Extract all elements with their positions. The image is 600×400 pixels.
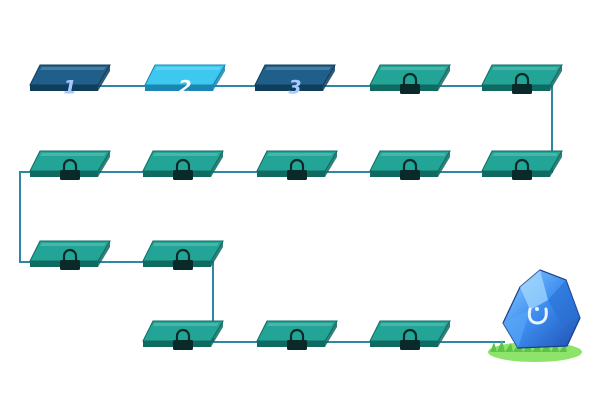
level-tile-12[interactable] <box>142 240 224 270</box>
level-tile-7[interactable] <box>142 150 224 180</box>
lock-icon <box>173 248 193 270</box>
tile-front <box>145 85 213 91</box>
tile-side <box>211 321 223 347</box>
tile-side <box>211 151 223 177</box>
tile-side <box>438 321 450 347</box>
goal-crystal[interactable] <box>488 269 582 362</box>
level-tile-3[interactable]: 3 <box>254 64 336 99</box>
level-tile-15[interactable] <box>369 320 451 350</box>
level-tile-1[interactable]: 1 <box>29 64 111 99</box>
lock-icon <box>400 328 420 350</box>
tile-side <box>98 151 110 177</box>
tile-side <box>550 151 562 177</box>
level-tile-14[interactable] <box>256 320 338 350</box>
tile-side <box>213 65 225 91</box>
lock-icon <box>400 158 420 180</box>
level-tile-5[interactable] <box>481 64 563 94</box>
lock-icon <box>287 158 307 180</box>
tile-front <box>255 85 323 91</box>
tile-side <box>323 65 335 91</box>
lock-icon <box>60 158 80 180</box>
lock-icon <box>287 328 307 350</box>
lock-icon <box>173 158 193 180</box>
level-tile-11[interactable] <box>29 240 111 270</box>
lock-icon <box>512 158 532 180</box>
level-number: 2 <box>178 77 191 99</box>
level-tile-13[interactable] <box>142 320 224 350</box>
tile-side <box>98 65 110 91</box>
level-tile-9[interactable] <box>369 150 451 180</box>
tile-side <box>550 65 562 91</box>
tile-side <box>325 321 337 347</box>
lock-icon <box>512 72 532 94</box>
tile-side <box>438 65 450 91</box>
level-number: 3 <box>288 77 301 99</box>
lock-icon <box>400 72 420 94</box>
tile-side <box>325 151 337 177</box>
level-path <box>19 85 553 343</box>
level-tile-6[interactable] <box>29 150 111 180</box>
tile-side <box>211 241 223 267</box>
crystal-icon <box>502 269 581 349</box>
level-tile-8[interactable] <box>256 150 338 180</box>
lock-icon <box>60 248 80 270</box>
level-tile-4[interactable] <box>369 64 451 94</box>
level-tile-2[interactable]: 2 <box>144 64 226 99</box>
tile-front <box>30 85 98 91</box>
tile-side <box>438 151 450 177</box>
tile-side <box>98 241 110 267</box>
level-number: 1 <box>63 77 76 99</box>
lock-icon <box>173 328 193 350</box>
level-tile-10[interactable] <box>481 150 563 180</box>
